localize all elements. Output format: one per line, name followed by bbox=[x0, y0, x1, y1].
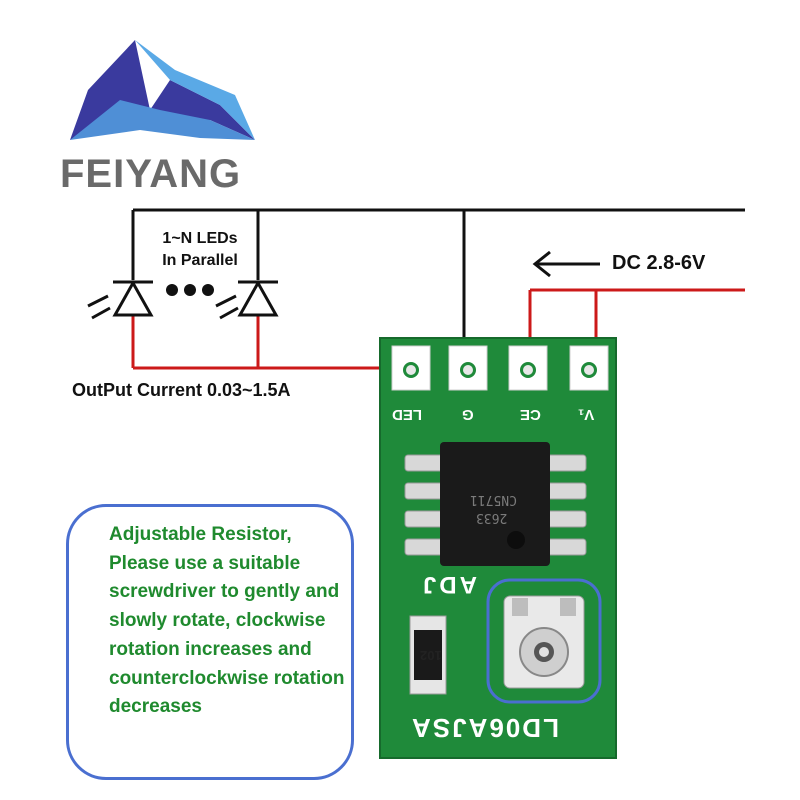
adjustment-note-text: Adjustable Resistor, Please use a suitab… bbox=[109, 524, 345, 718]
led-group-label-line1: 1~N LEDs bbox=[162, 230, 238, 247]
led-group-label-line2: In Parallel bbox=[162, 252, 238, 269]
led-icon bbox=[87, 279, 154, 320]
pin-label-v: V₁ bbox=[578, 406, 595, 423]
input-arrow-icon bbox=[532, 250, 600, 278]
black-wire bbox=[131, 208, 745, 370]
chip-marking-line2: 2633 bbox=[476, 510, 508, 525]
chip-marking-line1: CN5711 bbox=[470, 492, 517, 507]
ellipsis-icon bbox=[166, 284, 214, 296]
pin-label-ce: CE bbox=[520, 406, 541, 423]
potentiometer-icon[interactable] bbox=[486, 578, 602, 704]
led-icon bbox=[215, 279, 279, 320]
chip-legs bbox=[404, 454, 587, 556]
input-voltage-label: DC 2.8-6V bbox=[612, 252, 706, 274]
board-model-label: LD06AJSA bbox=[410, 713, 559, 743]
brand-name: FEIYANG bbox=[60, 152, 242, 196]
adj-label: ADJ bbox=[420, 571, 478, 598]
pcb-board bbox=[379, 337, 617, 759]
adjustment-note: Adjustable Resistor, Please use a suitab… bbox=[66, 504, 354, 780]
led-group-label: 1~N LEDs In Parallel bbox=[140, 228, 260, 272]
pin-label-g: G bbox=[462, 406, 474, 423]
output-current-label: OutPut Current 0.03~1.5A bbox=[72, 380, 291, 400]
feiyang-logo-icon bbox=[70, 40, 255, 140]
pin-label-led: LED bbox=[392, 406, 422, 423]
pin-pads bbox=[391, 345, 609, 391]
resistor-marking: 102 bbox=[420, 648, 442, 663]
smd-resistor bbox=[409, 615, 447, 695]
